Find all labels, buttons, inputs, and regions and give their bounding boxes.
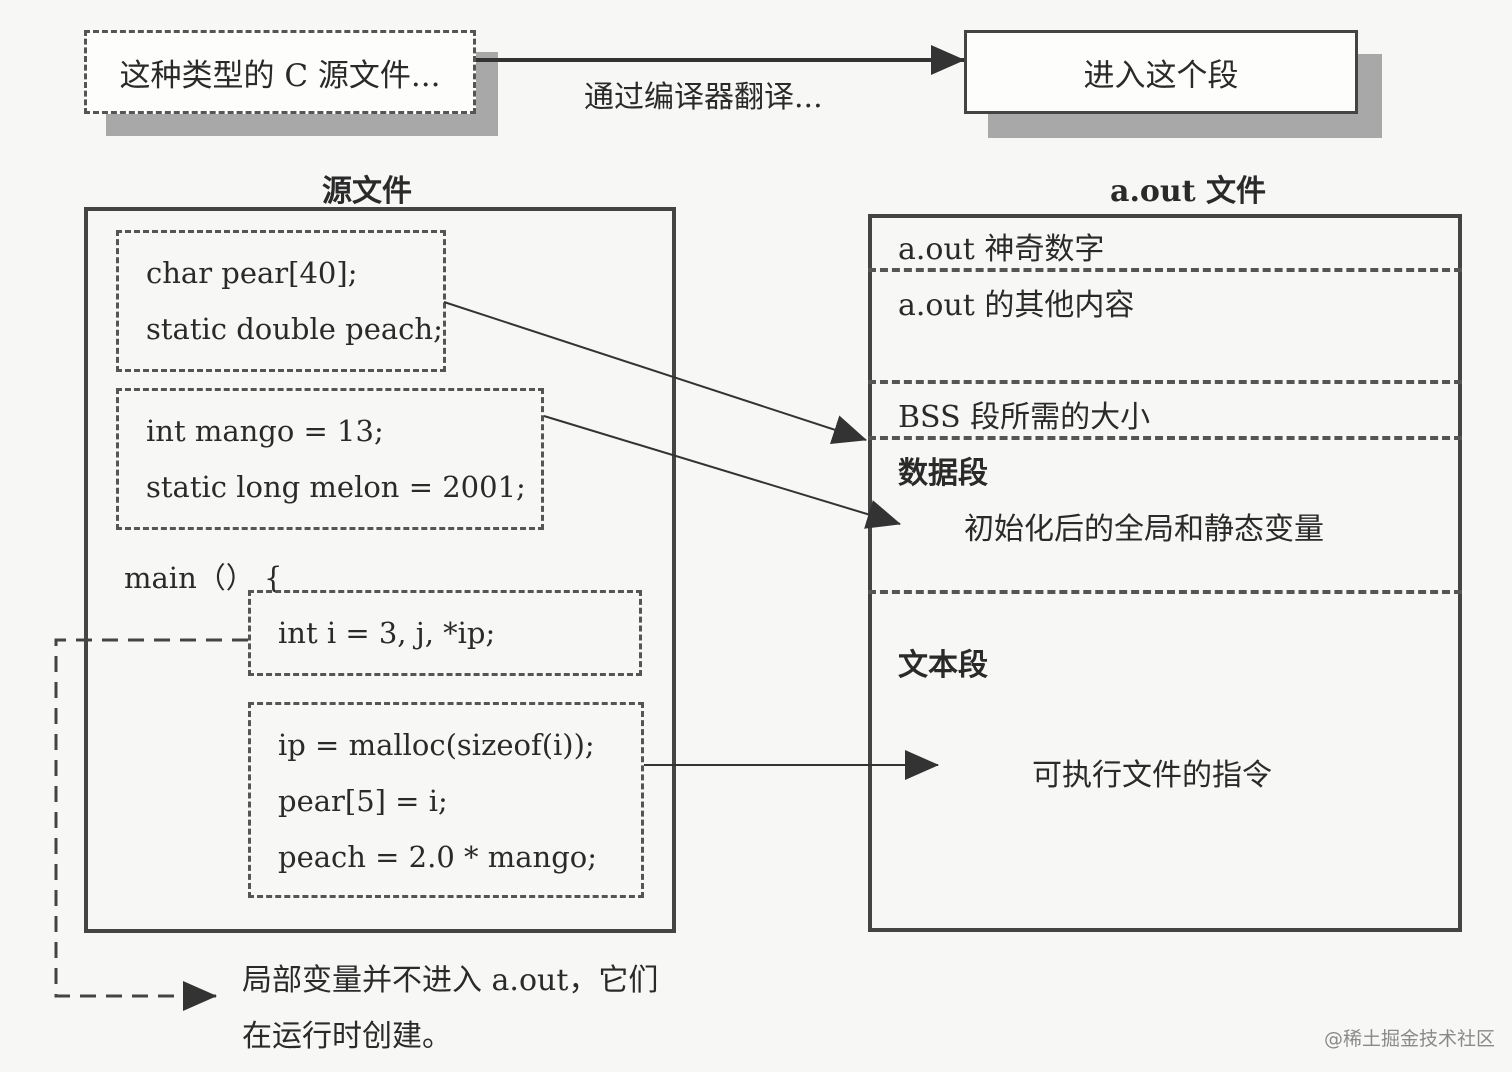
code-line: ip = malloc(sizeof(i)); (278, 728, 595, 762)
locals-arrow (54, 638, 248, 1011)
note-line: 局部变量并不进入 a.out，它们 (242, 963, 659, 998)
segment-divider (868, 380, 1462, 384)
legend-source-label: 这种类型的 C 源文件... (119, 57, 441, 94)
legend-segment-label: 进入这个段 (1083, 57, 1239, 94)
aout-file-title: a.out 文件 (1110, 174, 1267, 209)
data-segment-heading: 数据段 (898, 456, 988, 491)
initialized-vars-box (116, 388, 544, 530)
text-segment-heading: 文本段 (898, 648, 988, 683)
local-vars-box (248, 590, 642, 676)
bss-size-label: BSS 段所需的大小 (898, 400, 1151, 435)
main-function-line: main（） { (124, 561, 283, 595)
legend-segment-box: 进入这个段 (964, 30, 1358, 114)
legend-source-box: 这种类型的 C 源文件... (84, 30, 476, 114)
bss-arrow (443, 301, 867, 445)
code-line: static double peach; (146, 312, 443, 346)
instructions-box (248, 702, 644, 898)
text-segment-desc: 可执行文件的指令 (1032, 758, 1272, 793)
code-line: int i = 3, j, *ip; (278, 616, 496, 650)
code-line: pear[5] = i; (278, 784, 448, 818)
watermark: @稀土掘金技术社区 (1324, 1028, 1496, 1050)
code-line: int mango = 13; (146, 414, 384, 448)
segment-divider (868, 436, 1462, 440)
source-file-frame (84, 207, 676, 933)
data-arrow (543, 415, 901, 529)
code-line: static long melon = 2001; (146, 470, 526, 504)
segment-divider (868, 268, 1462, 272)
note-line: 在运行时创建。 (242, 1019, 452, 1054)
uninitialized-vars-box (116, 230, 446, 372)
other-contents-label: a.out 的其他内容 (898, 288, 1135, 323)
magic-number-label: a.out 神奇数字 (898, 232, 1105, 267)
source-file-title: 源文件 (322, 174, 412, 209)
segment-divider (868, 590, 1462, 594)
data-segment-desc: 初始化后的全局和静态变量 (964, 512, 1324, 547)
code-line: char pear[40]; (146, 256, 358, 290)
aout-file-frame (868, 214, 1462, 932)
code-line: peach = 2.0 * mango; (278, 840, 597, 874)
legend-via-label: 通过编译器翻译... (584, 80, 823, 115)
